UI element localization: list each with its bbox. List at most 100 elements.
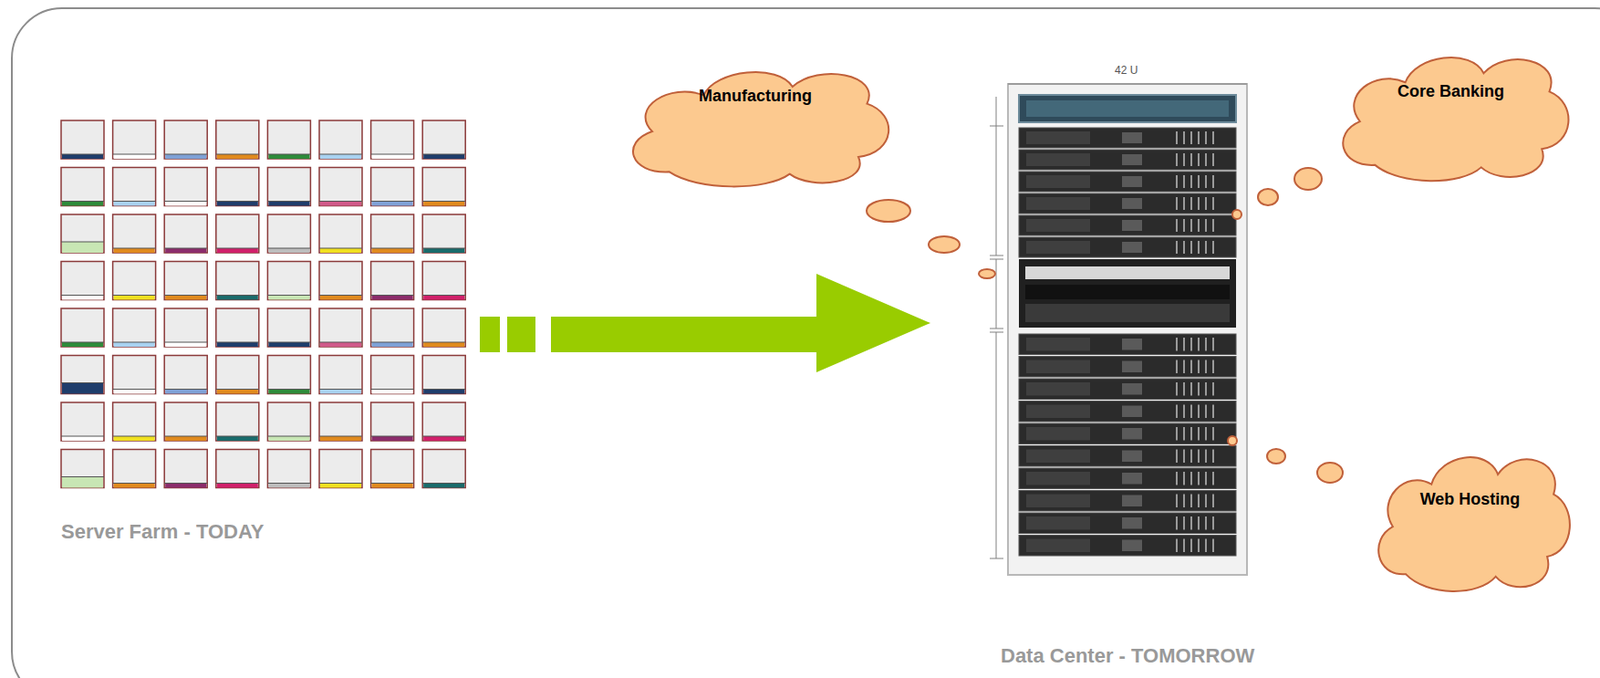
server-box bbox=[113, 120, 156, 159]
server-strip-edge bbox=[267, 388, 311, 390]
server-strip bbox=[165, 295, 207, 301]
server-strip bbox=[268, 295, 310, 301]
server-strip bbox=[114, 201, 156, 207]
rack-vent bbox=[1205, 449, 1207, 464]
rack-vent bbox=[1175, 516, 1178, 530]
rack-vent bbox=[1183, 218, 1185, 232]
server-strip bbox=[114, 248, 156, 253]
server-strip bbox=[62, 295, 104, 301]
rack-vent bbox=[1190, 175, 1193, 188]
server-strip bbox=[268, 248, 310, 253]
rack-vent bbox=[1190, 516, 1193, 530]
server-strip bbox=[114, 389, 156, 395]
server-strip bbox=[372, 436, 414, 441]
rack-handle bbox=[1122, 495, 1143, 508]
rack-handle bbox=[1122, 450, 1143, 463]
rack-vent bbox=[1175, 426, 1178, 441]
server-box bbox=[371, 355, 415, 395]
server-box bbox=[267, 402, 311, 441]
cloud-outline bbox=[612, 61, 899, 189]
rack-vent bbox=[1197, 516, 1200, 530]
server-box bbox=[164, 402, 208, 441]
server-strip-edge bbox=[422, 248, 466, 250]
server-strip bbox=[268, 436, 310, 441]
rack-handle bbox=[1122, 540, 1143, 552]
cloud-shape: Manufacturing bbox=[612, 61, 899, 189]
rack-vent bbox=[1183, 471, 1185, 486]
server-strip bbox=[62, 241, 104, 253]
server-box bbox=[216, 261, 260, 301]
rack-vent bbox=[1190, 382, 1193, 396]
server-strip-edge bbox=[371, 342, 415, 343]
rack-handle bbox=[1122, 154, 1143, 166]
rack-vent bbox=[1175, 153, 1178, 167]
rack-vent bbox=[1212, 449, 1215, 464]
server-strip-edge bbox=[371, 154, 415, 156]
server-strip bbox=[268, 483, 310, 489]
server-box bbox=[113, 167, 156, 207]
rack-height-label: 42 U bbox=[1114, 63, 1138, 77]
rack-vent bbox=[1212, 218, 1215, 232]
rack-vent bbox=[1183, 426, 1185, 441]
server-strip-edge bbox=[319, 154, 363, 156]
rack-server bbox=[1018, 237, 1237, 258]
server-box bbox=[216, 308, 260, 347]
server-strip-edge bbox=[319, 342, 363, 343]
cloud-outline bbox=[1362, 444, 1578, 594]
rack-vent bbox=[1212, 197, 1215, 210]
cloud-shape: Core Banking bbox=[1324, 45, 1578, 184]
server-strip-edge bbox=[164, 248, 208, 250]
server-strip bbox=[423, 389, 465, 395]
server-strip bbox=[165, 342, 207, 347]
server-box bbox=[319, 261, 363, 301]
server-strip-edge bbox=[113, 200, 156, 202]
server-box bbox=[371, 214, 415, 253]
rack-vent bbox=[1190, 153, 1193, 167]
rack-bezel bbox=[1026, 516, 1091, 530]
rack-bezel bbox=[1026, 426, 1091, 441]
server-strip-edge bbox=[164, 200, 208, 202]
server-box bbox=[61, 355, 104, 395]
rack-vent bbox=[1205, 360, 1207, 375]
rack-handle bbox=[1122, 383, 1143, 395]
server-strip bbox=[268, 342, 310, 347]
rack-vent bbox=[1183, 240, 1185, 254]
server-strip bbox=[114, 295, 156, 301]
server-strip-edge bbox=[61, 294, 104, 296]
server-strip-edge bbox=[267, 294, 311, 296]
server-box bbox=[371, 261, 415, 301]
rack-vent bbox=[1175, 131, 1178, 145]
cloud-outline bbox=[1324, 45, 1578, 184]
rack-vent bbox=[1183, 131, 1185, 145]
migration-arrow bbox=[479, 273, 931, 373]
rack-vent bbox=[1205, 471, 1207, 486]
rack-vent bbox=[1183, 516, 1185, 530]
server-strip bbox=[268, 389, 310, 395]
server-box bbox=[113, 449, 156, 489]
rack-vent bbox=[1212, 175, 1215, 188]
server-box bbox=[216, 214, 260, 253]
rack-vent bbox=[1205, 539, 1207, 553]
server-strip-edge bbox=[267, 482, 311, 484]
rack-server bbox=[1018, 171, 1237, 192]
server-strip bbox=[372, 483, 414, 489]
rack-vent bbox=[1205, 131, 1207, 145]
server-strip bbox=[372, 295, 414, 301]
server-strip-edge bbox=[61, 476, 104, 478]
server-strip bbox=[217, 154, 259, 159]
server-strip-edge bbox=[216, 482, 260, 484]
rack-vent bbox=[1212, 539, 1215, 553]
server-box bbox=[422, 167, 466, 207]
server-box bbox=[422, 449, 466, 489]
server-strip-edge bbox=[267, 154, 311, 156]
server-strip bbox=[114, 154, 156, 159]
server-box bbox=[164, 120, 208, 159]
server-strip bbox=[423, 483, 465, 489]
server-box bbox=[319, 355, 363, 395]
server-box bbox=[164, 449, 208, 489]
server-box bbox=[164, 261, 208, 301]
server-strip-edge bbox=[319, 200, 363, 202]
rack-vent bbox=[1175, 471, 1178, 486]
server-strip-edge bbox=[371, 436, 415, 437]
server-strip-edge bbox=[319, 482, 363, 484]
